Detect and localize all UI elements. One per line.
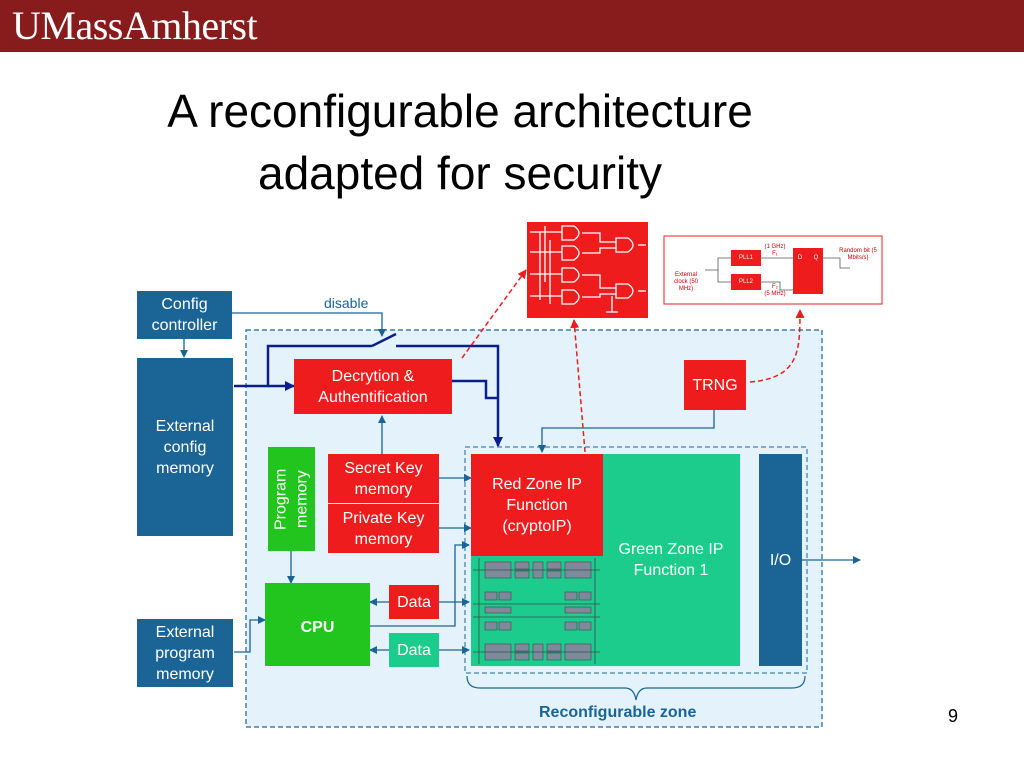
red-dash-red-gates — [570, 319, 586, 453]
disable-label: disable — [324, 295, 369, 311]
arrow-cpu-bus — [370, 541, 470, 627]
header-banner: UMassAmherst — [0, 0, 1024, 52]
gate-circuit-inset — [527, 222, 648, 318]
trng-freq2: (5 MHz) — [764, 291, 786, 297]
red-zone: Red Zone IP Function (cryptoIP) — [471, 454, 603, 556]
trng-freq1-sym: F₁ — [772, 251, 778, 257]
config-bus — [234, 344, 372, 388]
config-controller: Config controller — [137, 291, 232, 339]
data-teal: Data — [389, 633, 439, 667]
trng-freq2-sym: F₂ — [772, 284, 778, 290]
trng-q: Q — [813, 255, 819, 261]
page-number: 9 — [948, 706, 959, 726]
trng-inset — [663, 235, 883, 305]
pll1-box — [731, 250, 761, 266]
arrow-extprog-cpu — [234, 616, 266, 653]
trng-pll1: PLL1 — [738, 255, 753, 261]
trng-ext-clock: External clock (50 MHz) — [673, 272, 698, 292]
reconfigurable-zone-brace — [466, 675, 806, 701]
reconfigurable-zone-label: Reconfigurable zone — [539, 704, 697, 721]
private-key-memory: Private Key memory — [328, 504, 439, 553]
umass-logo: UMassAmherst — [12, 3, 258, 48]
dff-box — [793, 248, 823, 294]
io-block: I/O — [759, 454, 802, 666]
trng-freq1: (1 GHz) — [764, 244, 786, 250]
red-dash-trng-inset — [749, 309, 805, 383]
title-line-2: adapted for security — [257, 147, 662, 199]
pll2-box — [731, 274, 761, 290]
title-line-1: A reconfigurable architecture — [167, 85, 753, 137]
decryption-out — [452, 379, 498, 400]
arrow-trng-redzone — [538, 410, 715, 453]
config-bus-2 — [396, 344, 503, 447]
trng-random-bit: Random bit (5 Mbits/s) — [839, 248, 877, 261]
trng-d: D — [797, 255, 803, 261]
external-config-memory: External config memory — [137, 358, 233, 536]
red-dash-decrypt-gates — [461, 269, 527, 359]
external-program-memory: External program memory — [137, 619, 233, 687]
trng: TRNG — [684, 360, 746, 410]
fpga-fabric — [471, 556, 602, 666]
data-red: Data — [389, 585, 439, 619]
secret-key-memory: Secret Key memory — [328, 454, 439, 503]
program-memory: Program memory — [268, 447, 315, 551]
decryption-authentication: Decrytion & Authentification — [294, 359, 452, 414]
fpga-fabric-grid — [473, 558, 600, 664]
disable-line — [232, 312, 386, 337]
slide-title: A reconfigurable architecture adapted fo… — [0, 80, 920, 204]
trng-pll2: PLL2 — [738, 279, 753, 285]
switch — [371, 332, 397, 348]
reconfigurable-zone-border — [464, 446, 808, 674]
green-zone: Green Zone IP Function 1 — [602, 454, 740, 666]
cpu: CPU — [265, 583, 370, 666]
